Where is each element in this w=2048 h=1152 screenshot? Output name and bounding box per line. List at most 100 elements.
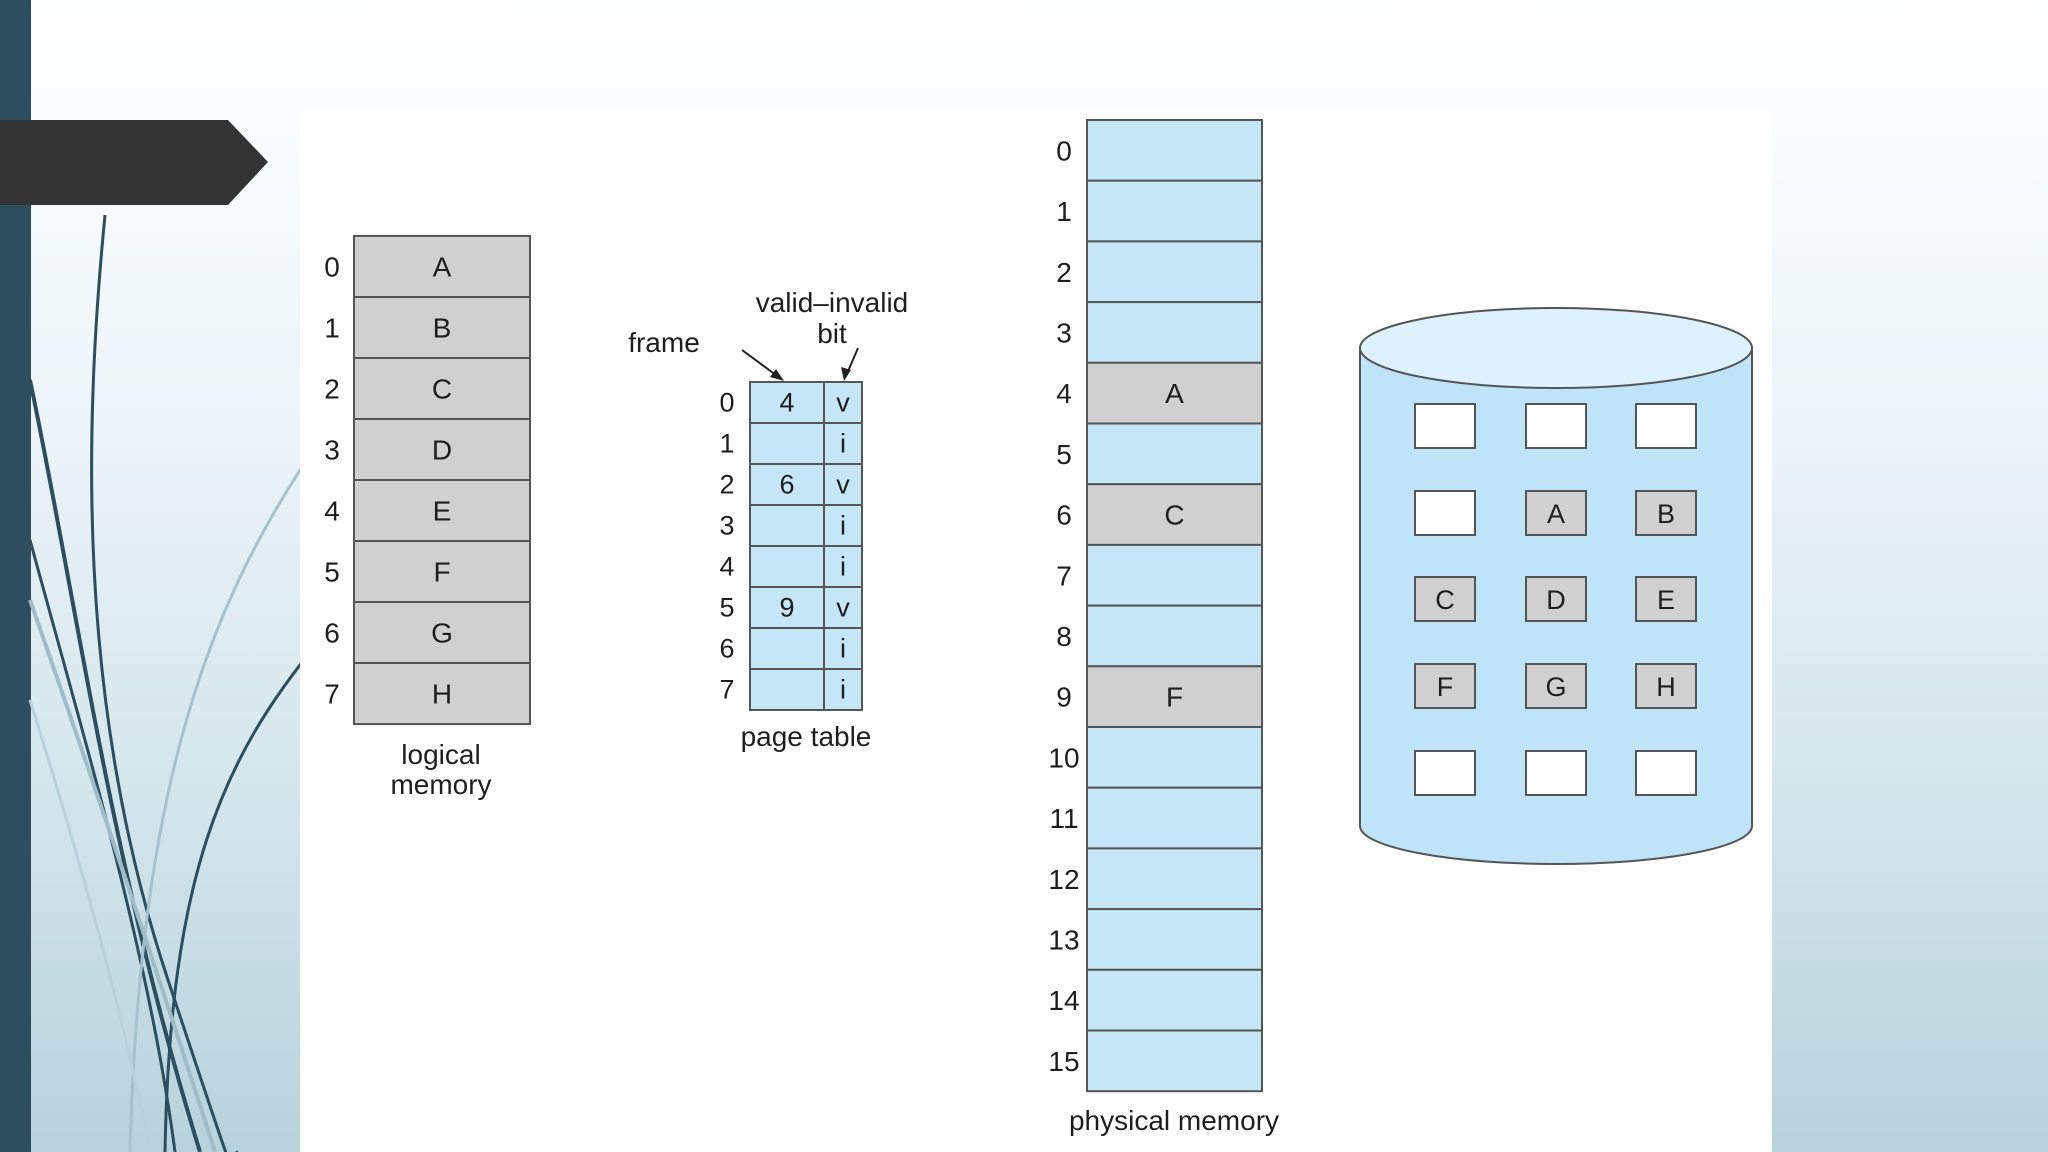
physical-frame-index: 6 [1056,500,1072,531]
page-table-bit-value: i [840,552,846,582]
physical-frame-cell [1086,119,1263,182]
physical-frame-cell [1086,786,1263,850]
disk-block-label: D [1546,585,1566,615]
physical-frame-index: 14 [1048,985,1079,1016]
disk-block [1525,663,1587,709]
physical-frame-index: 13 [1048,924,1079,955]
disk-block [1414,663,1476,709]
page-table-bit-cell [823,504,863,547]
physical-frame-cell [1086,726,1263,789]
page-table-bit-value: i [840,675,846,705]
page-table-bit-cell [823,422,863,465]
disk-block-label: E [1657,585,1675,615]
disk-block [1414,576,1476,622]
page-table-index: 6 [719,634,734,664]
physical-frame-index: 15 [1048,1046,1079,1077]
physical-frame-cell [1086,179,1263,243]
frame-arrow [741,349,784,381]
disk-block [1414,490,1476,536]
disk-block-label: C [1435,585,1455,615]
disk-block [1525,576,1587,622]
page-table-frame-cell [749,627,825,670]
valid-invalid-label-line1: valid–invalid [756,287,909,318]
page-table-frame-cell [749,504,825,547]
physical-frame-cell [1086,847,1263,911]
disk-block [1525,490,1587,536]
logical-page-content: B [433,313,452,344]
page-table-bit-value: v [836,388,850,418]
frame-label: frame [628,327,700,358]
page-table-bit-value: i [840,429,846,459]
page-table-index: 3 [719,511,734,541]
disk-block [1525,403,1587,449]
physical-frame-index: 11 [1049,803,1078,834]
logical-page-index: 0 [324,252,340,283]
logical-page-cell [353,235,531,298]
disk-block [1414,750,1476,796]
physical-frame-cell [1086,301,1263,364]
physical-frame-content: F [1166,682,1183,713]
page-table-label: page table [741,721,872,752]
physical-frame-cell [1086,604,1263,668]
logical-page-content: F [433,557,450,588]
logical-page-index: 3 [324,435,340,466]
physical-frame-cell [1086,908,1263,971]
disk-block-label: B [1657,499,1675,529]
page-table-frame-cell [749,668,825,711]
physical-frame-index: 4 [1056,378,1072,409]
page-table-bit-value: i [840,634,846,664]
physical-frame-index: 3 [1056,317,1072,348]
title-arrow-shape [0,120,268,205]
page-table-index: 2 [719,470,734,500]
logical-page-index: 5 [324,557,340,588]
page-table-bit-value: i [840,511,846,541]
physical-frame-cell [1086,543,1263,607]
page-table-bit-cell [823,463,863,506]
physical-frame-cell [1086,361,1263,425]
decorative-curves [28,214,320,1152]
disk-block [1414,403,1476,449]
logical-page-index: 2 [324,374,340,405]
physical-frame-index: 0 [1056,135,1072,166]
physical-frame-cell [1086,665,1263,728]
logical-page-content: G [431,618,453,649]
physical-frame-cell [1086,240,1263,304]
logical-page-cell [353,540,531,603]
logical-page-index: 7 [324,679,340,710]
logical-page-cell [353,418,531,481]
physical-frame-index: 7 [1056,560,1072,591]
valid-invalid-label-line2: bit [817,318,847,349]
physical-frame-index: 5 [1056,439,1072,470]
logical-page-content: H [432,679,452,710]
physical-frame-index: 8 [1056,621,1072,652]
physical-frame-index: 12 [1048,864,1079,895]
logical-page-index: 6 [324,618,340,649]
page-table-bit-value: v [836,593,850,623]
page-table-bit-value: v [836,470,850,500]
page-table-index: 0 [719,388,734,418]
disk-block-label: A [1547,499,1565,529]
logical-page-content: D [432,435,452,466]
page-table-frame-cell [749,545,825,588]
physical-frame-index: 2 [1056,257,1072,288]
disk-block [1635,663,1697,709]
valid-bit-arrow [841,347,859,381]
disk-block [1525,750,1587,796]
disk-top [1359,307,1753,389]
page-table-frame-cell [749,381,825,424]
page-table-frame-cell [749,422,825,465]
physical-frame-index: 1 [1056,196,1072,227]
logical-page-cell [353,662,531,725]
disk-block-label: G [1545,672,1566,702]
physical-frame-content: A [1165,378,1184,409]
logical-page-index: 4 [324,496,340,527]
page-table-bit-cell [823,668,863,711]
physical-frame-cell [1086,1029,1263,1093]
physical-memory-label: physical memory [1069,1105,1279,1136]
